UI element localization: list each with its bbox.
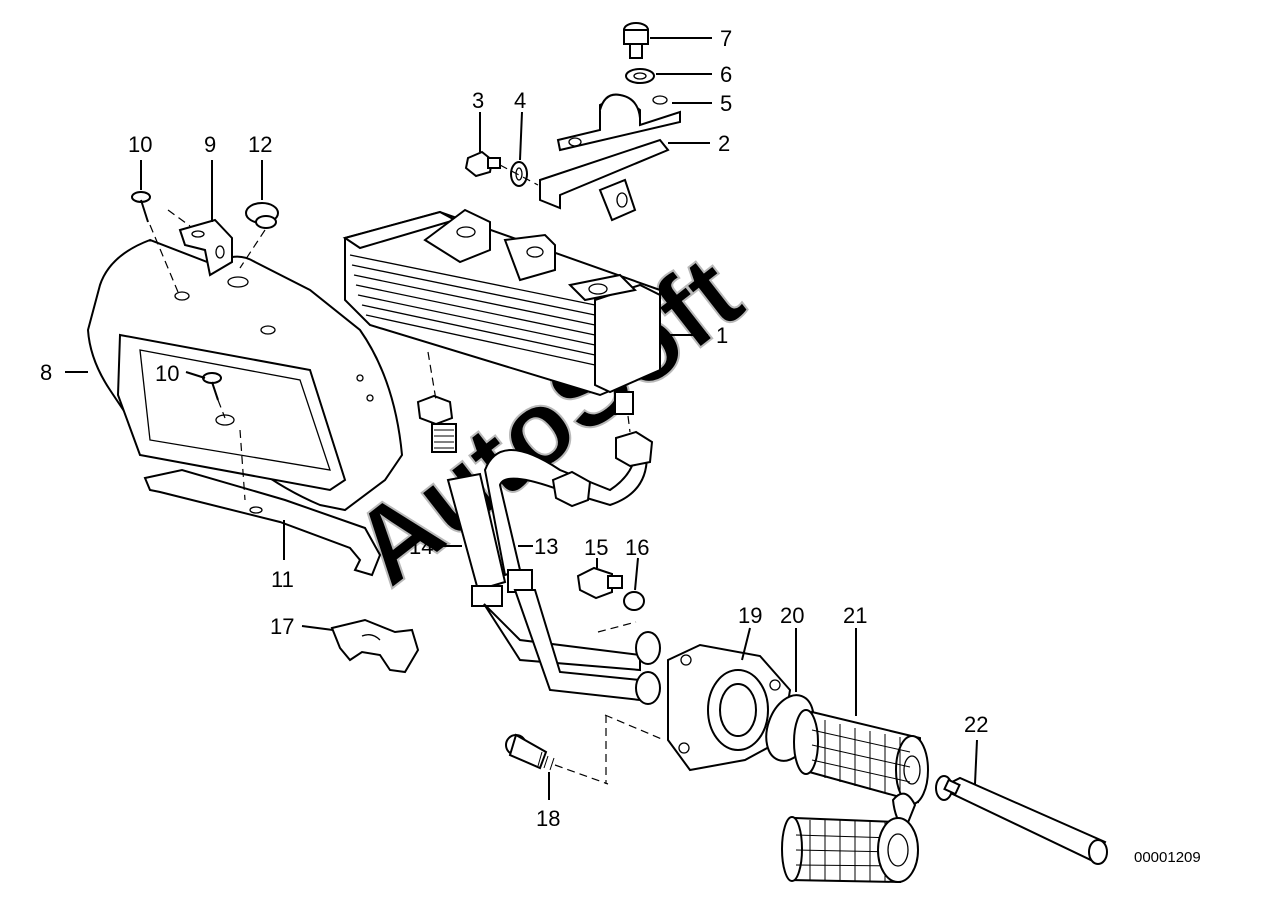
- grommet-12: [245, 202, 279, 229]
- o-ring-16: [623, 591, 645, 611]
- oil-filter-21b: [781, 816, 919, 884]
- callout-22: 22: [964, 712, 988, 785]
- washer-6: [625, 68, 655, 84]
- svg-text:15: 15: [584, 535, 608, 560]
- oil-filter-21: [793, 709, 929, 832]
- svg-text:11: 11: [271, 567, 294, 592]
- cooler-cover: [86, 238, 404, 512]
- svg-text:21: 21: [843, 603, 867, 628]
- callout-20: 20: [780, 603, 804, 692]
- callout-14: 14: [409, 534, 462, 559]
- oil-lines: [416, 394, 661, 705]
- svg-text:19: 19: [738, 603, 762, 628]
- svg-text:8: 8: [40, 360, 52, 385]
- callout-18: 18: [536, 772, 560, 831]
- callout-19: 19: [738, 603, 762, 661]
- mounting-plate-11: [143, 468, 382, 577]
- bolt-22: [935, 775, 1108, 865]
- svg-text:10: 10: [155, 361, 179, 386]
- screw-10-upper: [131, 191, 151, 223]
- oil-cooler: [342, 208, 661, 415]
- svg-text:12: 12: [248, 132, 272, 157]
- callout-10-upper: 10: [128, 132, 152, 190]
- clip-17: [330, 618, 420, 674]
- callout-16: 16: [625, 535, 649, 591]
- bracket-assembly: [539, 93, 681, 222]
- callout-21: 21: [843, 603, 867, 716]
- svg-text:18: 18: [536, 806, 560, 831]
- callout-6: 6: [656, 62, 732, 87]
- callout-4: 4: [514, 88, 526, 161]
- svg-text:3: 3: [472, 88, 484, 113]
- svg-text:22: 22: [964, 712, 988, 737]
- callout-1: 1: [660, 323, 728, 348]
- callout-15: 15: [584, 535, 608, 568]
- svg-text:4: 4: [514, 88, 526, 113]
- svg-text:16: 16: [625, 535, 649, 560]
- svg-text:17: 17: [270, 614, 294, 639]
- bolt-3: [464, 150, 501, 178]
- svg-text:20: 20: [780, 603, 804, 628]
- callout-3: 3: [472, 88, 484, 152]
- callout-9: 9: [204, 132, 216, 222]
- svg-text:6: 6: [720, 62, 732, 87]
- callout-17: 17: [270, 614, 334, 639]
- bolt-18: [505, 733, 555, 771]
- callout-10-lower: 10: [155, 361, 206, 386]
- svg-text:13: 13: [534, 534, 558, 559]
- washer-4: [510, 161, 528, 187]
- callout-8: 8: [40, 360, 88, 385]
- callout-11: 11: [271, 520, 294, 592]
- svg-text:2: 2: [718, 131, 730, 156]
- svg-text:7: 7: [720, 26, 732, 51]
- callout-7: 7: [650, 26, 732, 51]
- svg-text:9: 9: [204, 132, 216, 157]
- screw-7: [623, 22, 649, 59]
- reference-number: 00001209: [1134, 849, 1201, 866]
- svg-text:14: 14: [409, 534, 433, 559]
- svg-text:5: 5: [720, 91, 732, 116]
- svg-text:10: 10: [128, 132, 152, 157]
- bracket-9: [178, 218, 233, 277]
- callout-13: 13: [518, 534, 558, 559]
- callout-5: 5: [672, 91, 732, 116]
- callout-2: 2: [668, 131, 730, 156]
- callout-12: 12: [248, 132, 272, 200]
- svg-text:1: 1: [716, 323, 728, 348]
- banjo-bolt-15: [576, 566, 623, 600]
- filter-housing-19: [667, 643, 792, 772]
